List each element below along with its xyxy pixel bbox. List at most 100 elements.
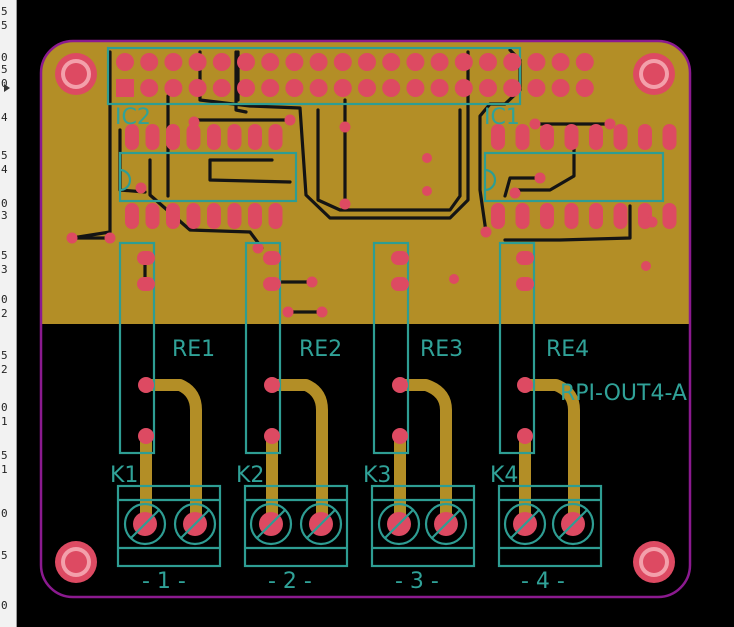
relay-contact-pin bbox=[392, 377, 408, 393]
connector-label-k2: K2 bbox=[236, 463, 264, 488]
gpio-pin bbox=[479, 53, 497, 71]
ic-pin bbox=[248, 124, 262, 150]
relay-coil-pin bbox=[137, 251, 155, 265]
gpio-pin bbox=[551, 79, 570, 97]
gpio-pin bbox=[503, 53, 522, 71]
relay-label-re2: RE2 bbox=[299, 337, 342, 362]
gpio-pin bbox=[164, 53, 183, 71]
gpio-pin bbox=[503, 79, 522, 97]
relay-coil-pin bbox=[263, 277, 281, 291]
ic-pin bbox=[540, 203, 554, 229]
gpio-pin bbox=[358, 79, 376, 97]
screw-terminal-icon bbox=[424, 502, 468, 546]
gpio-pin bbox=[406, 79, 425, 97]
ruler-tick: 0 bbox=[1, 197, 8, 210]
ic-pin bbox=[227, 203, 242, 229]
relay-contact-pin bbox=[517, 428, 533, 444]
gpio-pin bbox=[333, 79, 352, 97]
ruler-marker-icon bbox=[4, 84, 10, 92]
gpio-pin bbox=[575, 79, 594, 97]
gpio-pin bbox=[575, 53, 594, 71]
ic-pin bbox=[268, 203, 283, 229]
power-traces bbox=[140, 379, 580, 528]
relay-contact-pin bbox=[264, 428, 280, 444]
ic-pin bbox=[166, 203, 180, 229]
ruler-tick: 5 bbox=[1, 349, 8, 362]
screw-terminal-icon bbox=[249, 502, 293, 546]
ruler-tick: 5 bbox=[1, 549, 8, 562]
ic-pin bbox=[515, 124, 530, 150]
gpio-pin bbox=[333, 53, 352, 71]
ruler-tick: 0 bbox=[1, 77, 8, 90]
relay-outline bbox=[118, 241, 156, 455]
relay-coil-pin bbox=[516, 277, 534, 291]
ic-pin bbox=[613, 203, 628, 229]
gpio-pin bbox=[430, 53, 449, 71]
ic-pin bbox=[564, 203, 579, 229]
ic-pads bbox=[125, 124, 677, 229]
relay-label-re1: RE1 bbox=[172, 337, 215, 362]
relay-contact-pin bbox=[392, 428, 408, 444]
gpio-pin bbox=[527, 53, 546, 71]
relay-coil-pin bbox=[391, 251, 409, 265]
ruler-tick: 1 bbox=[1, 415, 8, 428]
ruler-tick: 2 bbox=[1, 307, 8, 320]
gpio-pin bbox=[140, 53, 159, 71]
channel-label-3: - 3 - bbox=[395, 569, 439, 594]
relay-coil-pin bbox=[391, 277, 409, 291]
ruler-tick: 0 bbox=[1, 293, 8, 306]
gpio-pin bbox=[454, 53, 473, 71]
relay-coil-pin bbox=[263, 251, 281, 265]
ruler-tick: 4 bbox=[1, 111, 8, 124]
relay-contact-pin bbox=[138, 377, 154, 393]
ruler-tick: 1 bbox=[1, 463, 8, 476]
ic-pin bbox=[166, 124, 180, 150]
ic2-label: IC2 bbox=[115, 105, 151, 130]
screw-terminal-icon bbox=[173, 502, 217, 546]
channel-label-2: - 2 - bbox=[268, 569, 312, 594]
board-name: RPI-OUT4-A bbox=[560, 381, 687, 406]
ic2-outline bbox=[118, 151, 298, 203]
signal-traces bbox=[70, 48, 632, 314]
relay-outline bbox=[244, 241, 282, 455]
ruler-tick: 2 bbox=[1, 363, 8, 376]
ic-pin bbox=[268, 124, 283, 150]
relay-outline bbox=[372, 241, 410, 455]
ic-pin bbox=[589, 124, 603, 150]
ic-pin bbox=[540, 124, 554, 150]
ic1-label: IC1 bbox=[484, 105, 520, 130]
ruler-tick: 0 bbox=[1, 401, 8, 414]
gpio-pin bbox=[285, 79, 304, 97]
ic-pin bbox=[589, 203, 603, 229]
gpio-pin bbox=[261, 53, 280, 71]
ruler-tick: 5 bbox=[1, 63, 8, 76]
gpio-pin bbox=[212, 53, 231, 71]
gpio-pin bbox=[527, 79, 546, 97]
ic-pin bbox=[186, 203, 201, 229]
terminal-blocks bbox=[116, 484, 603, 568]
screw-terminal-icon bbox=[377, 502, 421, 546]
ic-pin bbox=[145, 124, 160, 150]
ruler-tick: 5 bbox=[1, 19, 8, 32]
ic-pin bbox=[491, 203, 505, 229]
channel-label-4: - 4 - bbox=[521, 569, 565, 594]
ic-pin bbox=[662, 203, 677, 229]
gpio-pin bbox=[309, 53, 328, 71]
screw-terminal-icon bbox=[299, 502, 343, 546]
board-outline bbox=[39, 39, 692, 599]
relay-label-re3: RE3 bbox=[420, 337, 463, 362]
ic-pin bbox=[515, 203, 530, 229]
screw-terminal-icon bbox=[551, 502, 595, 546]
ruler-tick: 5 bbox=[1, 5, 8, 18]
gpio-pin bbox=[551, 53, 570, 71]
ic-pin bbox=[207, 203, 221, 229]
ruler-tick: 0 bbox=[1, 507, 8, 520]
connector-label-k4: K4 bbox=[490, 463, 518, 488]
ic-pin bbox=[207, 124, 221, 150]
ruler-tick: 4 bbox=[1, 163, 8, 176]
ic-pin bbox=[662, 124, 677, 150]
ic-pin bbox=[613, 124, 628, 150]
ic-pin bbox=[125, 124, 139, 150]
